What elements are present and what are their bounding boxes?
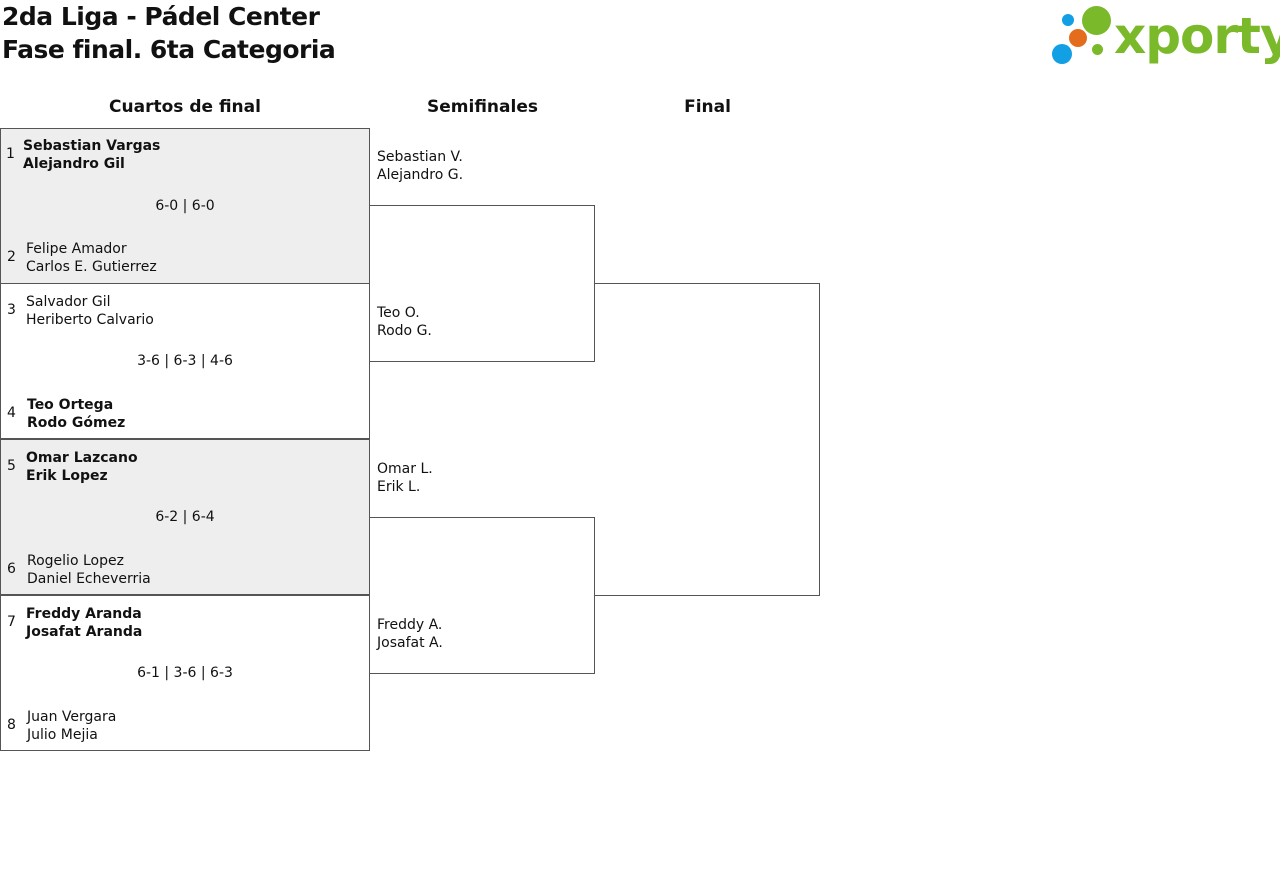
seed-number: 3 (7, 302, 16, 318)
round-header-quarterfinals: Cuartos de final (109, 97, 261, 117)
seed-number: 2 (7, 249, 16, 265)
player-name: Felipe Amador (26, 241, 127, 257)
semifinalist-name: Josafat A. (377, 635, 443, 651)
player-name: Julio Mejia (27, 727, 98, 743)
match-score: 6-1 | 3-6 | 6-3 (137, 665, 233, 681)
player-name: Juan Vergara (27, 709, 117, 725)
logo-dot-green-large (1082, 6, 1111, 35)
logo-text: xporty (1114, 7, 1280, 65)
semifinalist-name: Freddy A. (377, 617, 443, 633)
player-name: Omar Lazcano (26, 450, 138, 466)
quarterfinal-match-2[interactable]: 3 Salvador Gil Heriberto Calvario 3-6 | … (0, 283, 370, 439)
player-name: Daniel Echeverria (27, 571, 151, 587)
logo-dot-blue (1052, 44, 1072, 64)
page-subtitle: Fase final. 6ta Categoria (2, 35, 336, 64)
seed-number: 4 (7, 405, 16, 421)
player-name: Rodo Gómez (27, 415, 126, 431)
seed-number: 1 (6, 146, 15, 162)
semifinalist-name: Teo O. (377, 305, 420, 321)
seed-number: 6 (7, 561, 16, 577)
semifinalist-name: Alejandro G. (377, 167, 464, 183)
semifinalist-name: Sebastian V. (377, 149, 463, 165)
semifinalist-name: Erik L. (377, 479, 421, 495)
round-header-final: Final (684, 97, 731, 117)
match-score: 6-2 | 6-4 (155, 509, 215, 525)
xporty-logo[interactable]: xporty (1050, 4, 1280, 68)
match-score: 3-6 | 6-3 | 4-6 (137, 353, 233, 369)
player-name: Alejandro Gil (23, 156, 125, 172)
quarterfinal-match-1[interactable]: 1 Sebastian Vargas Alejandro Gil 6-0 | 6… (0, 128, 370, 284)
logo-dot-blue-small (1062, 14, 1074, 26)
seed-number: 8 (7, 717, 16, 733)
seed-number: 7 (7, 614, 16, 630)
player-name: Teo Ortega (27, 397, 114, 413)
match-score: 6-0 | 6-0 (155, 198, 215, 214)
player-name: Salvador Gil (26, 294, 111, 310)
quarterfinal-match-3[interactable]: 5 Omar Lazcano Erik Lopez 6-2 | 6-4 6 Ro… (0, 439, 370, 595)
player-name: Freddy Aranda (26, 606, 142, 622)
semifinalist-name: Omar L. (377, 461, 433, 477)
player-name: Rogelio Lopez (27, 553, 124, 569)
quarterfinal-match-4[interactable]: 7 Freddy Aranda Josafat Aranda 6-1 | 3-6… (0, 595, 370, 751)
round-header-semifinals: Semifinales (427, 97, 538, 117)
logo-dot-green-small (1092, 44, 1103, 55)
player-name: Carlos E. Gutierrez (26, 259, 157, 275)
page-title: 2da Liga - Pádel Center (2, 2, 320, 31)
semifinalist-name: Rodo G. (377, 323, 432, 339)
player-name: Heriberto Calvario (26, 312, 154, 328)
player-name: Sebastian Vargas (23, 138, 161, 154)
player-name: Erik Lopez (26, 468, 108, 484)
final-bracket (594, 283, 820, 596)
seed-number: 5 (7, 458, 16, 474)
player-name: Josafat Aranda (26, 624, 143, 640)
logo-dot-orange (1069, 29, 1087, 47)
